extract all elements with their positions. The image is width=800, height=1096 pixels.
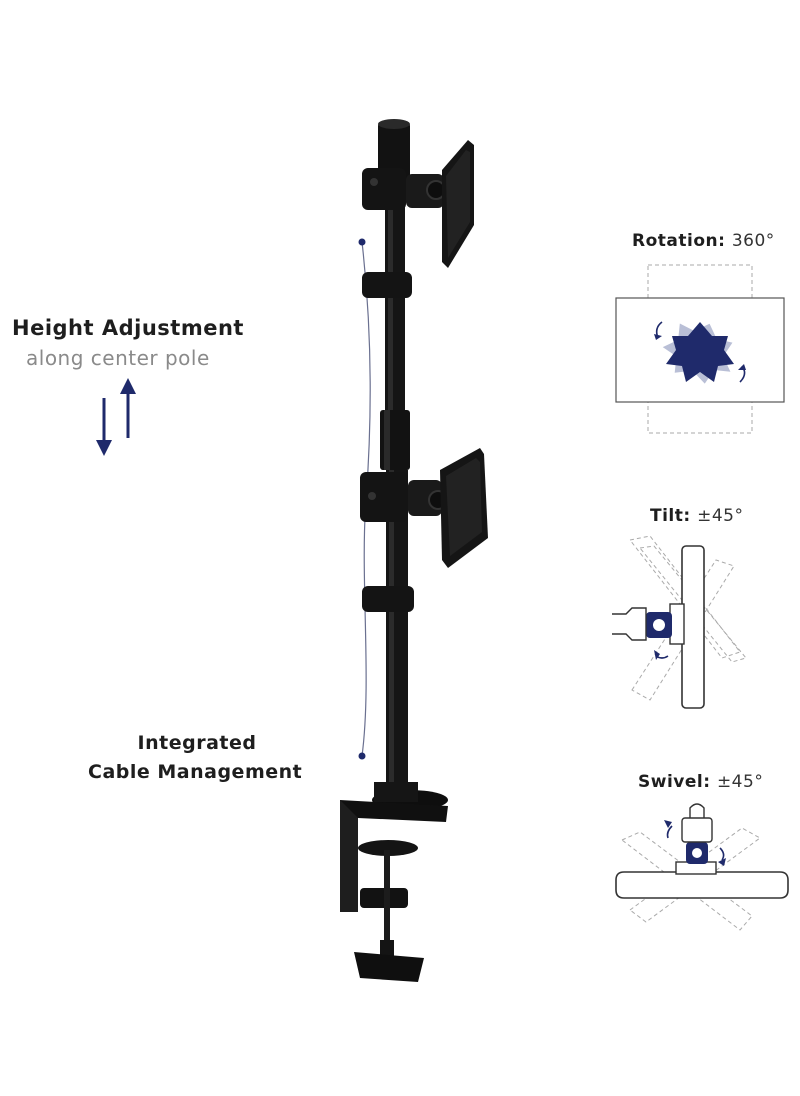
swivel-label: Swivel: ±45° bbox=[638, 772, 763, 792]
swivel-diagram-icon bbox=[615, 803, 789, 931]
desk-clamp bbox=[340, 782, 448, 982]
cable-dot-top bbox=[358, 238, 366, 246]
tilt-label-text: Tilt: bbox=[650, 506, 691, 526]
center-pole bbox=[378, 119, 410, 790]
swivel-label-text: Swivel: bbox=[638, 772, 711, 792]
rotation-value: 360° bbox=[731, 231, 775, 251]
upper-monitor-bracket bbox=[362, 140, 474, 268]
upper-cable-clip bbox=[362, 272, 412, 298]
rotation-label: Rotation: 360° bbox=[632, 231, 775, 251]
tilt-label: Tilt: ±45° bbox=[650, 506, 744, 526]
height-adjustment-subtitle: along center pole bbox=[26, 346, 210, 370]
cable-dot-bottom bbox=[358, 752, 366, 760]
lower-monitor-bracket bbox=[360, 448, 488, 568]
tilt-value: ±45° bbox=[697, 506, 744, 526]
tilt-diagram-icon bbox=[612, 535, 747, 709]
lower-cable-clip bbox=[362, 586, 414, 612]
cable-management-line2: Cable Management bbox=[88, 761, 303, 783]
rotation-label-text: Rotation: bbox=[632, 231, 726, 251]
cable-management-line1: Integrated bbox=[137, 732, 257, 754]
rotation-diagram-icon bbox=[615, 264, 785, 434]
height-adjustment-title: Height Adjustment bbox=[12, 316, 244, 340]
swivel-value: ±45° bbox=[716, 772, 764, 792]
up-down-arrows-icon bbox=[96, 378, 136, 456]
